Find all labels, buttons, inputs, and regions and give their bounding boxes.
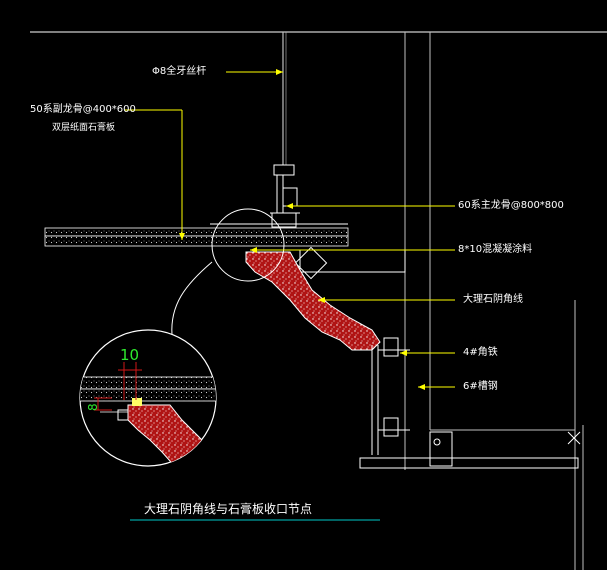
base-slab [359,431,579,469]
label-main-keel: 60系主龙骨@800*800 [458,200,564,211]
label-channel-steel: 6#槽钢 [463,381,498,392]
label-angle-iron: 4#角铁 [463,347,498,358]
dimension-horizontal: 10 [120,346,140,364]
leader-arrows [179,69,425,390]
callout-connector [171,261,213,336]
wall-marks [567,431,581,445]
leader-lines [124,71,455,388]
steel-bracket [294,246,406,280]
dimension-vertical: 8 [86,403,100,411]
detail-dimensions [94,362,142,411]
label-sub-keel: 50系副龙骨@400*600 [30,104,136,115]
label-marble-cornice: 大理石阴角线 [463,294,523,305]
hanger-bracket [270,164,300,228]
angle-iron-support [371,337,410,455]
gypsum-board-bottom [44,235,349,247]
label-double-gypsum: 双层纸面石膏板 [52,123,116,133]
gypsum-board-top [44,227,349,237]
label-hanger-rod: Φ8全牙丝杆 [152,66,207,77]
callout-circle-small [211,208,285,282]
drawing-title: 大理石阴角线与石膏板收口节点 [144,502,313,516]
label-shadow-gap: 8*10混凝凝涂料 [458,244,533,255]
marble-cornice [245,251,381,351]
